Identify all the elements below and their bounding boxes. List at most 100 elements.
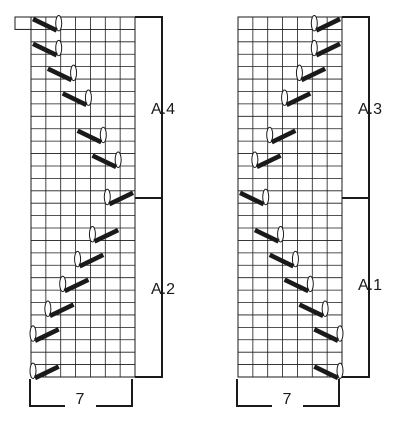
repeat-bracket: 7 — [29, 379, 133, 408]
cable-bar — [268, 252, 295, 269]
cable-symbols — [239, 15, 344, 381]
cable-bar — [91, 153, 118, 170]
cable-loop — [70, 64, 78, 82]
repeat-bracket-left — [236, 379, 272, 407]
cable-loop — [29, 362, 37, 379]
repeat-bracket-right — [303, 379, 340, 407]
repeat-label: 7 — [283, 391, 292, 408]
cable-loop — [306, 275, 314, 293]
cable-bar — [285, 91, 312, 107]
cable-loop — [291, 250, 299, 268]
cable-bar — [313, 327, 339, 343]
cable-bar — [48, 302, 75, 319]
repeat-bracket-left — [29, 379, 65, 407]
extra-stitch-cell — [14, 16, 32, 30]
cable-symbol — [283, 275, 314, 294]
cable-symbol — [251, 151, 282, 170]
cable-symbol — [76, 126, 107, 145]
cable-bar — [253, 227, 280, 244]
cable-loop — [336, 362, 344, 379]
cable-loop — [55, 15, 63, 32]
cable-bar — [34, 364, 60, 381]
cable-loop — [321, 300, 329, 317]
cable-bar — [32, 41, 58, 58]
repeat-bracket-right — [96, 379, 133, 407]
cable-symbol — [295, 64, 327, 83]
cable-symbol — [29, 362, 60, 381]
section-label-a4: A.4 — [151, 101, 175, 118]
cable-symbol — [298, 300, 329, 319]
repeat-label: 7 — [76, 391, 85, 408]
cable-loop — [84, 89, 92, 106]
cable-loop — [295, 64, 303, 82]
cable-symbol — [59, 275, 90, 294]
section-bracket-bottom — [135, 197, 163, 378]
cable-symbol — [266, 126, 297, 145]
cable-loop — [277, 226, 285, 243]
cable-loop — [266, 126, 274, 144]
cable-symbol — [103, 188, 134, 207]
cable-symbol — [313, 362, 344, 381]
section-brackets: A.4 A.2 — [135, 16, 175, 378]
cable-loop — [336, 325, 344, 342]
chart-left: A.4 A.2 7 — [14, 15, 175, 408]
section-bracket-bottom — [342, 197, 370, 378]
cable-loop — [262, 188, 270, 206]
cable-loop — [44, 300, 52, 317]
cable-bar — [283, 277, 310, 294]
cable-symbol — [310, 39, 341, 58]
cable-bar — [61, 91, 88, 107]
cable-loop — [251, 151, 259, 168]
cable-symbols — [14, 15, 134, 381]
chart-right: A.3 A.1 7 — [236, 15, 382, 408]
cable-symbol — [239, 188, 270, 207]
cable-symbol — [14, 15, 63, 33]
cable-bar — [300, 66, 327, 83]
cable-loop — [310, 39, 318, 57]
cable-loop — [114, 151, 122, 168]
cable-symbol — [313, 325, 344, 343]
cable-bar — [313, 364, 339, 381]
cable-symbol — [29, 325, 60, 343]
cable-loop — [29, 325, 37, 342]
section-label-a3: A.3 — [358, 101, 382, 118]
cable-symbol — [310, 15, 341, 33]
cable-symbol — [88, 226, 120, 244]
cable-loop — [55, 39, 63, 57]
cable-symbol — [281, 89, 312, 107]
cable-bar — [255, 153, 282, 170]
cable-loop — [310, 15, 318, 32]
cable-symbol — [32, 39, 63, 58]
cable-loop — [74, 250, 82, 268]
cable-bar — [34, 327, 60, 343]
cable-bar — [76, 128, 103, 145]
cable-symbol — [268, 250, 299, 269]
cable-loop — [88, 226, 96, 243]
cable-bar — [315, 41, 341, 58]
cable-symbol — [253, 226, 285, 244]
repeat-bracket: 7 — [236, 379, 340, 408]
cable-loop — [99, 126, 107, 144]
section-brackets: A.3 A.1 — [342, 16, 382, 378]
cable-bar — [32, 16, 58, 33]
cable-bar — [63, 277, 90, 294]
cable-bar — [108, 190, 134, 207]
cable-bar — [46, 66, 73, 83]
section-label-a2: A.2 — [151, 281, 175, 298]
cable-loop — [103, 188, 111, 206]
cable-bar — [270, 128, 297, 145]
cable-loop — [281, 89, 289, 106]
cable-symbol — [61, 89, 92, 107]
cable-symbol — [46, 64, 78, 83]
cable-bar — [315, 16, 341, 33]
cable-bar — [93, 227, 120, 244]
cable-loop — [59, 275, 67, 293]
cable-bar — [78, 252, 105, 269]
cable-symbol — [44, 300, 75, 319]
cable-bar — [298, 302, 325, 319]
cable-symbol — [91, 151, 122, 170]
cable-bar — [239, 190, 265, 207]
section-label-a1: A.1 — [358, 277, 382, 294]
